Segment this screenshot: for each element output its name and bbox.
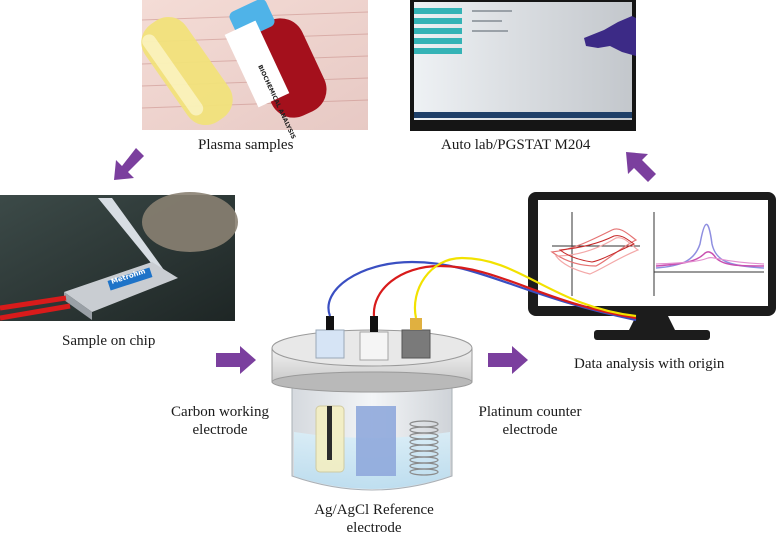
label-data-analysis: Data analysis with origin [574,356,725,372]
label-plasma-samples: Plasma samples [198,137,294,153]
left-electrode-cap [315,329,345,359]
chip-cable-2 [0,303,71,321]
label-platinum-counter-line2: electrode [502,422,558,438]
autolab-screen-photo [410,0,636,131]
red-wire [372,264,637,320]
label-reference-electrode: Ag/AgCl Reference electrode [300,501,448,537]
yellow-wire [413,256,637,319]
yellow-plasma-tube [141,16,233,126]
reference-electrode-wire [327,406,332,460]
cv-plot [550,212,640,296]
flow-arrows [114,148,656,374]
arrow-cell-to-analysis [488,346,528,374]
dpv-plot [653,212,765,296]
cell-lid-bottom [271,371,473,393]
connection-wires [327,256,637,322]
chip-cable-1 [0,295,67,311]
working-electrode-block [356,406,396,476]
label-carbon-working-electrode: Carbon working electrode [160,403,280,439]
label-autolab: Auto lab/PGSTAT M204 [441,137,591,153]
plasma-samples-photo: BIOCHEMICAL ANALYSIS [141,0,369,140]
pipette [98,198,164,274]
monitor [528,192,776,340]
arrow-plasma-to-chip [114,148,144,180]
label-sample-on-chip: Sample on chip [62,333,156,349]
blue-wire [327,260,637,322]
red-blood-tube [224,0,327,118]
label-reference-line2: electrode [346,520,402,536]
right-electrode-pin [410,318,422,330]
gloved-hand [584,16,636,56]
right-electrode-cap [401,329,431,359]
label-carbon-working-line2: electrode [192,422,248,438]
label-reference-line1: Ag/AgCl Reference [314,502,434,518]
sample-on-chip-photo: Metrohm [0,192,238,321]
counter-electrode-coil [409,420,439,476]
middle-electrode-pin [370,316,378,332]
label-platinum-counter-electrode: Platinum counter electrode [462,403,598,439]
label-platinum-counter-line1: Platinum counter [478,404,582,420]
electrochemical-cell [271,316,473,491]
arrow-chip-to-cell [216,346,256,374]
left-electrode-pin [326,316,334,330]
label-carbon-working-line1: Carbon working [171,404,269,420]
middle-electrode-cap [359,331,389,361]
arrow-analysis-to-autolab [626,152,656,182]
